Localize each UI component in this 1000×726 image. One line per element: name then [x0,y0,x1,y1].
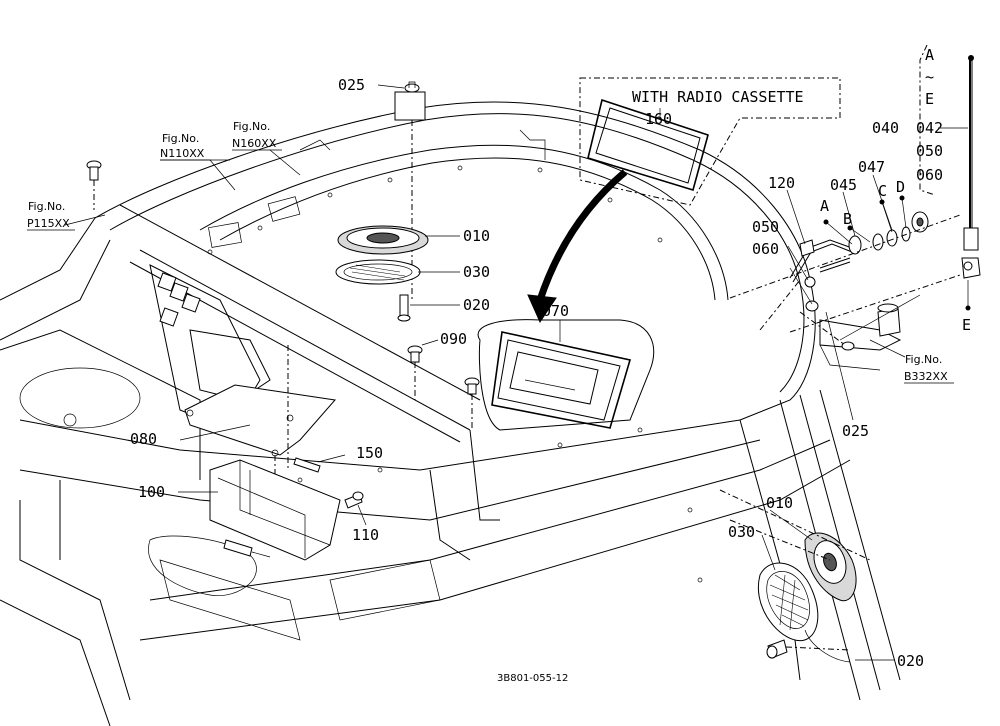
radio-cassette-panel [579,77,841,206]
callout-020-top: 020 [463,296,490,314]
callout-050: 050 [752,218,779,236]
callout-040: 040 [872,119,899,137]
range-item-050: 050 [916,142,943,160]
callout-025-right: 025 [842,422,869,440]
top-speaker-assembly [335,81,429,322]
install-arrow [527,169,628,324]
range-bracket [919,44,936,196]
callouts: 025 010 030 020 090 070 080 150 100 110 … [27,46,971,684]
range-item-042: 042 [916,119,943,137]
callout-045: 045 [830,176,857,194]
leader-lines [64,84,971,661]
letter-e: E [962,316,971,334]
callout-030-top: 030 [463,263,490,281]
fig-ref-prefix-p115: Fig.No. [28,200,65,213]
radio-holder [209,459,364,561]
letter-b: B [843,210,852,228]
letter-d: D [896,178,905,196]
callout-120: 120 [768,174,795,192]
callout-150: 150 [356,444,383,462]
callout-160: 160 [645,110,672,128]
fig-ref-n160: N160XX [232,137,277,150]
callout-070: 070 [542,302,569,320]
range-tilde: ~ [925,68,934,86]
fig-ref-prefix-n110: Fig.No. [162,132,199,145]
callout-090: 090 [440,330,467,348]
callout-025-top: 025 [338,76,365,94]
callout-080: 080 [130,430,157,448]
callout-020-bottom: 020 [897,652,924,670]
callout-110: 110 [352,526,379,544]
fig-ref-n110: N110XX [160,147,205,160]
rim-holes [207,165,703,583]
callout-010-top: 010 [463,227,490,245]
lower-speaker-assembly [719,489,871,663]
range-bottom: E [925,90,934,108]
drawing-number: 3B801-055-12 [497,673,568,684]
range-top: A [925,46,934,64]
bolt-090 [86,160,480,430]
callout-047: 047 [858,158,885,176]
antenna-assembly [729,55,981,371]
callout-010-bottom: 010 [766,494,793,512]
callout-100: 100 [138,483,165,501]
letter-c: C [878,182,887,200]
fig-ref-prefix-b332: Fig.No. [905,353,942,366]
roof-frame [0,101,901,726]
note-with-radio-cassette: WITH RADIO CASSETTE [632,88,804,106]
radio-opening [477,319,655,431]
callout-030-bottom: 030 [728,523,755,541]
console-panel [149,264,271,431]
letter-a: A [820,197,829,215]
range-item-060: 060 [916,166,943,184]
fig-ref-b332: B332XX [904,370,948,383]
fig-ref-prefix-n160: Fig.No. [233,120,270,133]
callout-060: 060 [752,240,779,258]
fig-ref-p115: P115XX [27,217,70,230]
